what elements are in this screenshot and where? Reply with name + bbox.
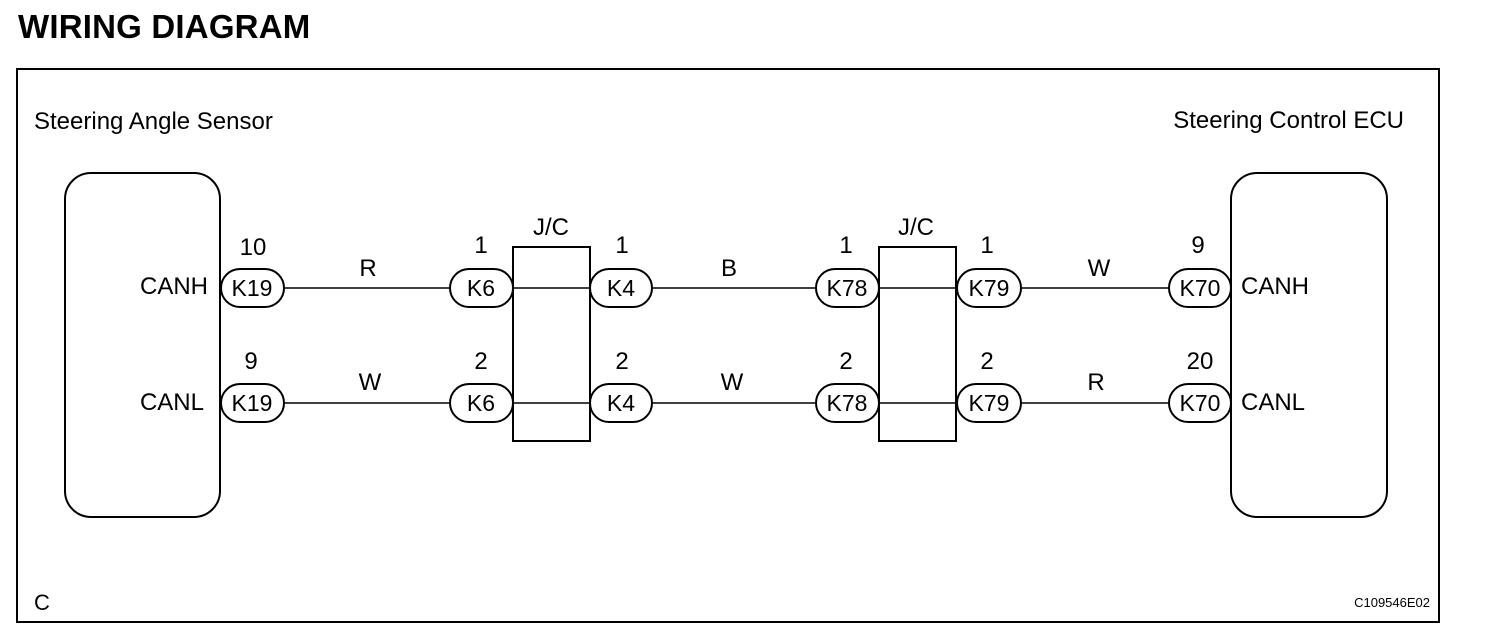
- connector-label: K19: [232, 275, 273, 301]
- junction-box-2: [878, 246, 957, 442]
- pin-number: 10: [240, 234, 267, 261]
- diagram-heading: WIRING DIAGRAM: [18, 8, 311, 45]
- connector-badge: [1168, 268, 1232, 308]
- left-signal-label: CANL: [140, 389, 204, 416]
- connector-badge: [220, 268, 285, 308]
- right-signal-label: CANH: [1241, 273, 1309, 300]
- wires: [284, 287, 1169, 404]
- connector-badge: [220, 383, 285, 423]
- pin-number: 2: [980, 348, 993, 375]
- pin-number: 1: [474, 232, 487, 259]
- pin-number: 1: [980, 232, 993, 259]
- canh-row: CANH CANH K19 K6 K4 K78 K79 K70 10 1 1 1…: [140, 232, 1309, 308]
- connector-badge: [1168, 383, 1232, 423]
- right-signal-label: CANL: [1241, 389, 1305, 416]
- pin-number: 1: [839, 232, 852, 259]
- pin-number: 9: [244, 348, 257, 375]
- right-component-title: Steering Control ECU: [1173, 107, 1404, 134]
- wire-color-label: W: [721, 369, 744, 396]
- connector-label: K6: [467, 390, 495, 416]
- figure-code: C109546E02: [1354, 595, 1430, 610]
- connector-label: K79: [969, 390, 1010, 416]
- pin-number: 2: [839, 348, 852, 375]
- connector-badge: [449, 383, 514, 423]
- connector-badge: [956, 268, 1022, 308]
- pin-number: 2: [474, 348, 487, 375]
- pin-number: 20: [1187, 348, 1214, 375]
- pin-number: 2: [615, 348, 628, 375]
- steering-control-ecu-body: [1230, 172, 1388, 518]
- connector-label: K78: [827, 275, 868, 301]
- wire-color-label: R: [1087, 369, 1104, 396]
- connector-badge: [815, 383, 880, 423]
- connector-badge: [589, 268, 653, 308]
- connector-badge: [815, 268, 880, 308]
- wire-color-label: W: [1088, 255, 1111, 282]
- wire-color-label: B: [721, 255, 737, 282]
- pin-number: 9: [1191, 232, 1204, 259]
- junction-box-2-label: J/C: [898, 214, 934, 241]
- connector-badge: [449, 268, 514, 308]
- canl-row: CANL CANL K19 K6 K4 K78 K79 K70 9 2 2 2 …: [140, 348, 1305, 423]
- connector-label: K19: [232, 390, 273, 416]
- connector-label: K6: [467, 275, 495, 301]
- left-component-title: Steering Angle Sensor: [34, 108, 273, 135]
- connector-label: K70: [1180, 275, 1221, 301]
- corner-label: C: [34, 590, 50, 615]
- steering-angle-sensor-body: [64, 172, 221, 518]
- connector-label: K79: [969, 275, 1010, 301]
- connector-badge: [589, 383, 653, 423]
- connector-label: K78: [827, 390, 868, 416]
- connector-badge: [956, 383, 1022, 423]
- junction-box-1: [512, 246, 591, 442]
- connector-label: K4: [607, 390, 635, 416]
- connector-label: K4: [607, 275, 635, 301]
- diagram-frame: [16, 68, 1440, 623]
- wire-color-label: R: [359, 255, 376, 282]
- pin-number: 1: [615, 232, 628, 259]
- left-signal-label: CANH: [140, 273, 208, 300]
- junction-box-1-label: J/C: [533, 214, 569, 241]
- wire-color-label: W: [359, 369, 382, 396]
- connector-label: K70: [1180, 390, 1221, 416]
